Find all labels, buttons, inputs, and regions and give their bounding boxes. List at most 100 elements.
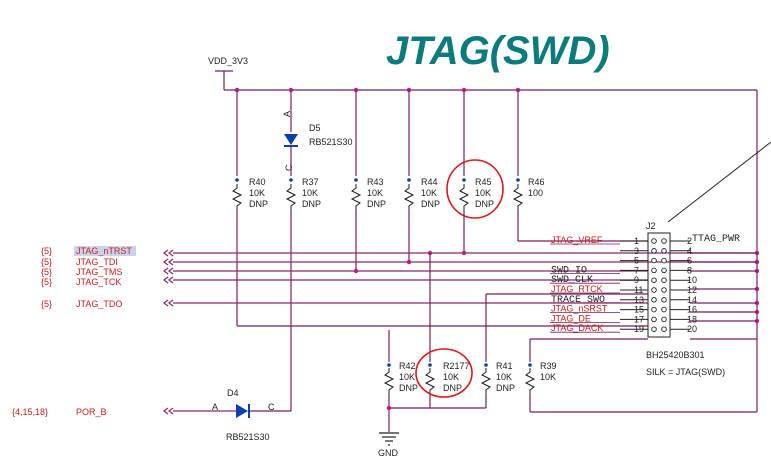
port-jtag-ntrst: {5} JTAG_nTRST bbox=[41, 246, 757, 257]
resistor-r42: R42 10K DNP bbox=[383, 361, 418, 396]
connector-pin-hole bbox=[661, 267, 667, 274]
connector-pin-number: 8 bbox=[687, 265, 692, 275]
svg-text:10K: 10K bbox=[496, 372, 512, 382]
connector-pin-number: 16 bbox=[687, 305, 697, 315]
svg-text:10K: 10K bbox=[399, 372, 415, 382]
connector-net-pin2: TTAG_PWR bbox=[692, 234, 740, 245]
svg-text:DNP: DNP bbox=[249, 199, 268, 209]
resistor-r40: R40 10K DNP bbox=[231, 177, 268, 212]
svg-text:R46: R46 bbox=[528, 177, 545, 187]
connector-pin-number: 15 bbox=[634, 305, 644, 315]
connector-body bbox=[647, 232, 671, 338]
connector-pin-hole bbox=[661, 306, 667, 313]
d5-ref: D5 bbox=[309, 123, 321, 133]
d5-diode-symbol bbox=[284, 134, 298, 145]
svg-text:DNP: DNP bbox=[399, 383, 418, 393]
connector-net-label: SWD_IO bbox=[551, 265, 587, 276]
svg-text:DNP: DNP bbox=[443, 383, 462, 393]
connector-pin-hole bbox=[651, 316, 657, 323]
resistor-r2177: R2177 10K DNP bbox=[424, 361, 470, 396]
svg-text:R39: R39 bbox=[540, 361, 557, 371]
svg-text:DNP: DNP bbox=[421, 199, 440, 209]
connector-pin-hole bbox=[651, 248, 657, 254]
svg-text:R2177: R2177 bbox=[443, 361, 470, 371]
junction-dot bbox=[386, 405, 392, 411]
connector-pin-hole bbox=[651, 326, 657, 332]
svg-text:10K: 10K bbox=[475, 188, 491, 198]
svg-text:JTAG_TDO: JTAG_TDO bbox=[76, 299, 122, 309]
connector-ref: J2 bbox=[646, 221, 656, 231]
port-jtag-tdi: {5} JTAG_TDI bbox=[41, 257, 757, 267]
svg-text:DNP: DNP bbox=[367, 199, 386, 209]
connector-pin-number: 5 bbox=[634, 256, 639, 266]
svg-text:{5}: {5} bbox=[41, 267, 52, 277]
connector-pin-number: 6 bbox=[687, 256, 692, 266]
svg-text:10K: 10K bbox=[249, 188, 265, 198]
connector-leader bbox=[667, 141, 771, 223]
connector-pin-hole bbox=[661, 257, 667, 264]
d4-cathode-label: C bbox=[268, 402, 275, 412]
highlight-circle-r45 bbox=[446, 159, 504, 219]
connector-pin-number: 13 bbox=[634, 295, 644, 305]
svg-text:10K: 10K bbox=[367, 188, 383, 198]
resistor-r41: R41 10K DNP bbox=[480, 361, 515, 396]
connector-pin-number: 2 bbox=[687, 236, 692, 246]
d5-cathode-label: C bbox=[284, 164, 294, 171]
connector-pin-hole bbox=[651, 306, 657, 313]
svg-text:10K: 10K bbox=[540, 372, 556, 382]
connector-pin-number: 9 bbox=[634, 275, 639, 285]
connector-part: BH25420B301 bbox=[646, 350, 705, 360]
connector-pin-hole bbox=[661, 316, 667, 323]
svg-text:{5}: {5} bbox=[41, 277, 52, 287]
resistor-r45: R45 10K DNP bbox=[458, 177, 494, 212]
svg-text:JTAG_nTRST: JTAG_nTRST bbox=[76, 246, 132, 256]
connector-pin-number: 19 bbox=[634, 324, 644, 334]
connector-pin-hole bbox=[661, 248, 667, 254]
port-jtag-tck: {5} JTAG_TCK bbox=[41, 276, 648, 287]
resistor-r46: R46 100 bbox=[512, 177, 545, 212]
connector-net-label: JTAG_VREF bbox=[551, 235, 603, 245]
schematic-title: JTAG(SWD) bbox=[386, 29, 610, 73]
d4-part: RB521S30 bbox=[226, 432, 270, 442]
connector-pin-hole bbox=[651, 238, 657, 244]
highlight-circle-r2177 bbox=[415, 348, 473, 398]
connector-pin-number: 10 bbox=[687, 275, 697, 285]
connector-pin-hole bbox=[651, 257, 657, 264]
svg-text:{5}: {5} bbox=[41, 246, 52, 256]
connector-net-label: JTAG_nSRST bbox=[551, 304, 608, 314]
junction-dot bbox=[353, 268, 359, 274]
connector-pin-hole bbox=[651, 277, 657, 283]
d5-part: RB521S30 bbox=[309, 137, 353, 147]
svg-text:10K: 10K bbox=[421, 188, 437, 198]
svg-text:JTAG_TCK: JTAG_TCK bbox=[76, 277, 121, 287]
connector-pin-number: 1 bbox=[634, 236, 639, 246]
connector-pin-number: 14 bbox=[687, 295, 697, 305]
svg-text:JTAG_TDI: JTAG_TDI bbox=[76, 257, 118, 267]
connector-pin-hole bbox=[651, 267, 657, 274]
connector-net-label: TRACE_SWO bbox=[551, 295, 605, 306]
d4-diode-symbol bbox=[236, 404, 248, 418]
resistor-r37: R37 10K DNP bbox=[285, 177, 321, 212]
connector-pin-hole bbox=[661, 277, 667, 283]
svg-text:POR_B: POR_B bbox=[76, 407, 107, 417]
svg-text:R45: R45 bbox=[475, 177, 492, 187]
connector-net-label: JTAG_DE bbox=[551, 313, 591, 323]
svg-text:R42: R42 bbox=[399, 361, 416, 371]
d5-anode-label: A bbox=[282, 111, 292, 117]
d4-anode-label: A bbox=[212, 402, 218, 412]
connector-pin-number: 20 bbox=[687, 324, 697, 334]
resistor-r44: R44 10K DNP bbox=[403, 177, 440, 212]
power-label: VDD_3V3 bbox=[208, 56, 248, 66]
connector-pin-number: 7 bbox=[634, 265, 639, 275]
svg-text:JTAG_TMS: JTAG_TMS bbox=[76, 267, 122, 277]
svg-text:10K: 10K bbox=[443, 372, 459, 382]
svg-text:{5}: {5} bbox=[41, 257, 52, 267]
svg-text:R44: R44 bbox=[421, 177, 438, 187]
d4-ref: D4 bbox=[227, 388, 239, 398]
svg-text:{5}: {5} bbox=[41, 299, 52, 309]
svg-text:R37: R37 bbox=[302, 177, 319, 187]
gnd-symbol bbox=[379, 432, 399, 446]
connector-pin-hole bbox=[661, 287, 667, 293]
